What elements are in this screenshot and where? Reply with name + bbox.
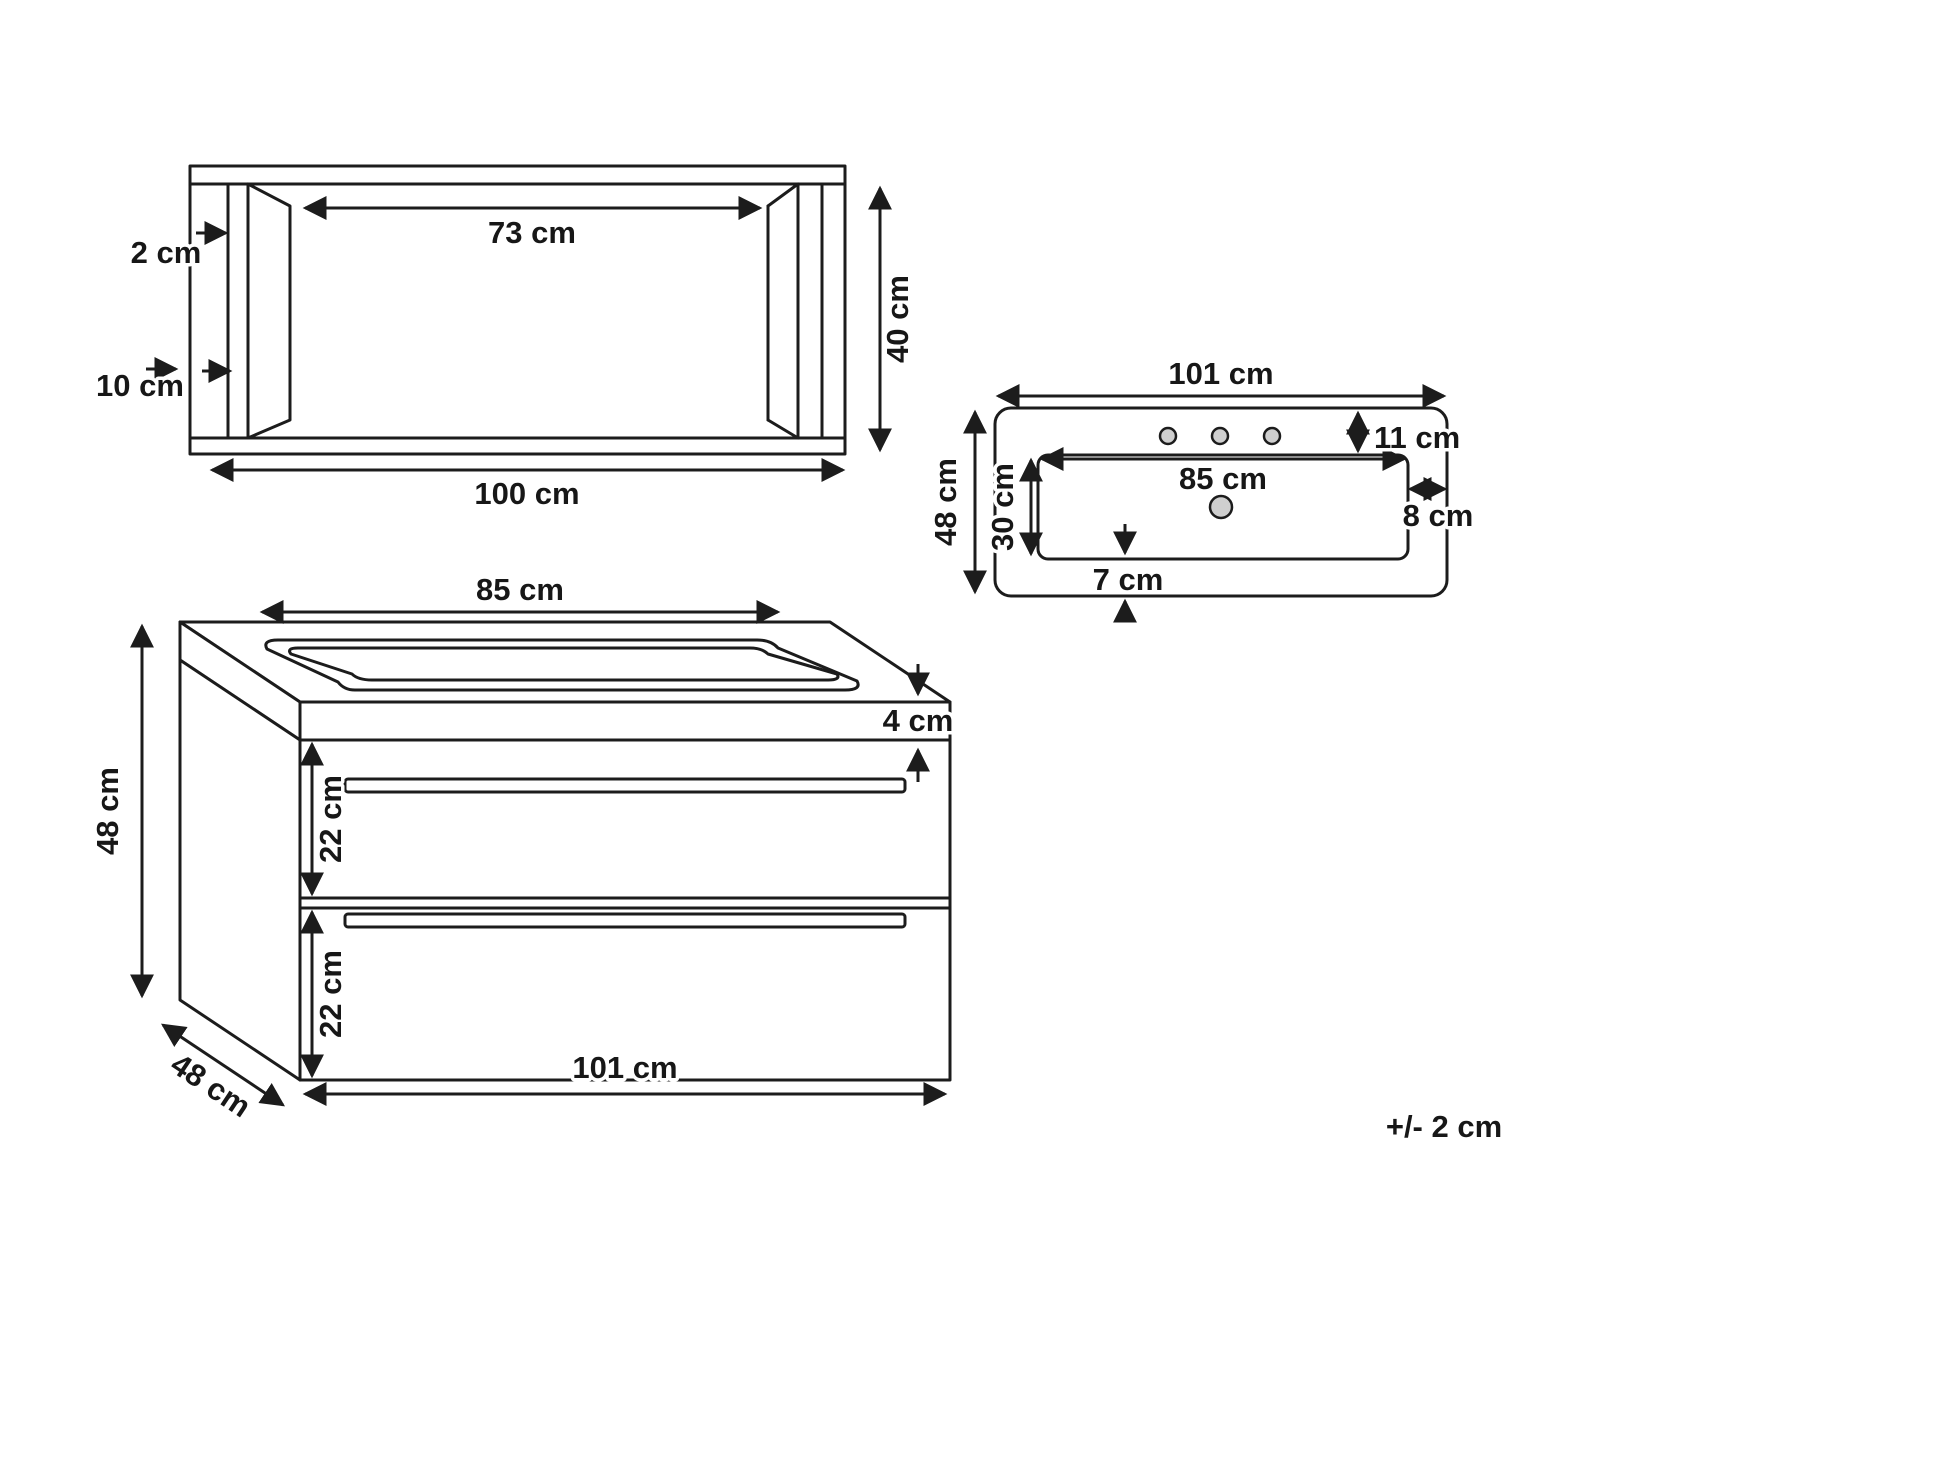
mirror-total-width-label: 100 cm [474,476,579,511]
basin-total-depth-label: 48 cm [928,458,963,546]
tolerance-note: +/- 2 cm [1386,1109,1502,1144]
basin-front-offset-label: 7 cm [1093,562,1164,597]
cabinet-front-face [298,738,952,1082]
mirror-inner-width-label: 73 cm [488,215,576,250]
countertop-front-face [298,700,952,742]
basin-recess-rim [264,638,860,692]
upper-drawer-handle [343,777,907,794]
basin-right-offset-label: 8 cm [1403,498,1474,533]
lower-drawer-handle [343,912,907,929]
mirror-front-view: 73 cm 2 cm 10 cm 40 cm 100 cm [93,164,919,515]
cabinet-width-label: 101 cm [572,1050,677,1085]
cabinet-top-thickness-label: 4 cm [883,703,954,738]
cabinet-depth-arrow [161,1023,285,1107]
lower-drawer-height-label: 22 cm [313,950,348,1038]
basin-tap-offset-label: 11 cm [1374,420,1460,455]
cabinet-height-label: 48 cm [90,767,125,855]
tap-hole-center [1210,426,1230,446]
mirror-frame [188,164,847,456]
upper-drawer-height-label: 22 cm [313,775,348,863]
vanity-cabinet-view: 85 cm 4 cm 22 cm 22 cm 48 cm 48 cm 101 c… [87,569,957,1128]
basin-total-width-label: 101 cm [1168,356,1273,391]
washbasin-top-view: 101 cm 48 cm 85 cm 30 cm 11 cm 8 cm 7 cm [925,353,1477,623]
basin-bowl-width-label: 85 cm [1179,461,1267,496]
tap-hole-right [1262,426,1282,446]
mirror-height-label: 40 cm [880,275,915,363]
drain-hole [1208,494,1234,520]
basin-recess-bowl [288,646,840,682]
basin-bowl-depth-label: 30 cm [985,463,1020,551]
mirror-frame-thickness-label: 2 cm [131,235,202,270]
mirror-side-panel-width-label: 10 cm [96,368,184,403]
cabinet-bowl-width-label: 85 cm [476,572,564,607]
tap-hole-left [1158,426,1178,446]
